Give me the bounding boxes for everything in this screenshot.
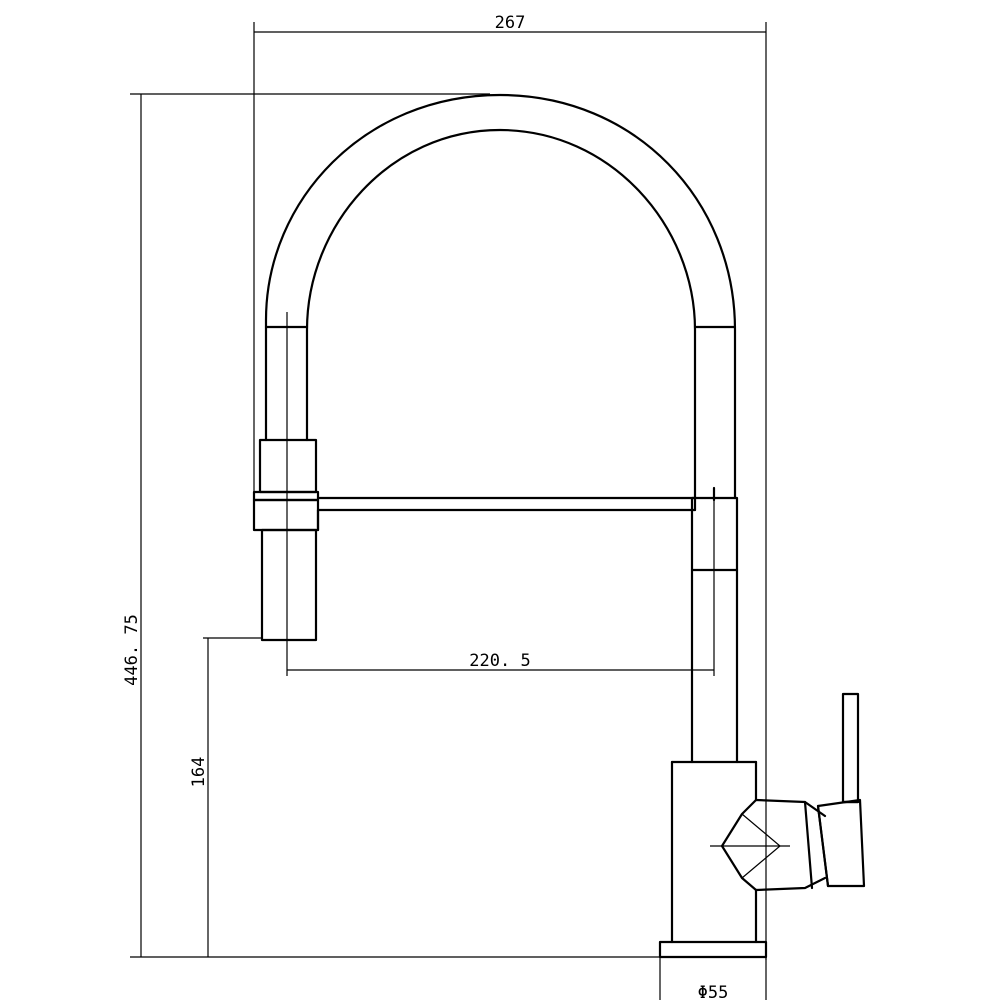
height-dimension-label: 446. 75 [122, 614, 142, 686]
lever-handle [816, 692, 866, 888]
riser-tube [690, 486, 739, 764]
spray-head [252, 438, 320, 642]
spray-head-holder [316, 496, 697, 532]
spray-head-collar [252, 498, 320, 532]
spray-head-ring [252, 490, 320, 502]
gooseneck-spout [264, 93, 737, 500]
clearance-dimension: 164 [189, 637, 262, 957]
reach-dimension: 220. 5 [286, 312, 715, 676]
base-diameter-label: Φ55 [698, 983, 729, 1000]
width-dimension-label: 267 [495, 13, 526, 33]
base-diameter-dimension: Φ55 [659, 957, 767, 1000]
width-dimension: 267 [253, 13, 767, 960]
spray-head-nozzle [260, 528, 318, 642]
clearance-dimension-label: 164 [189, 757, 209, 788]
height-dimension: 446. 75 [122, 93, 660, 958]
faucet-body [658, 692, 866, 959]
spray-head-upper [258, 438, 318, 494]
base-plate [658, 940, 768, 959]
reach-dimension-label: 220. 5 [469, 651, 530, 671]
valve-housing [710, 798, 827, 892]
